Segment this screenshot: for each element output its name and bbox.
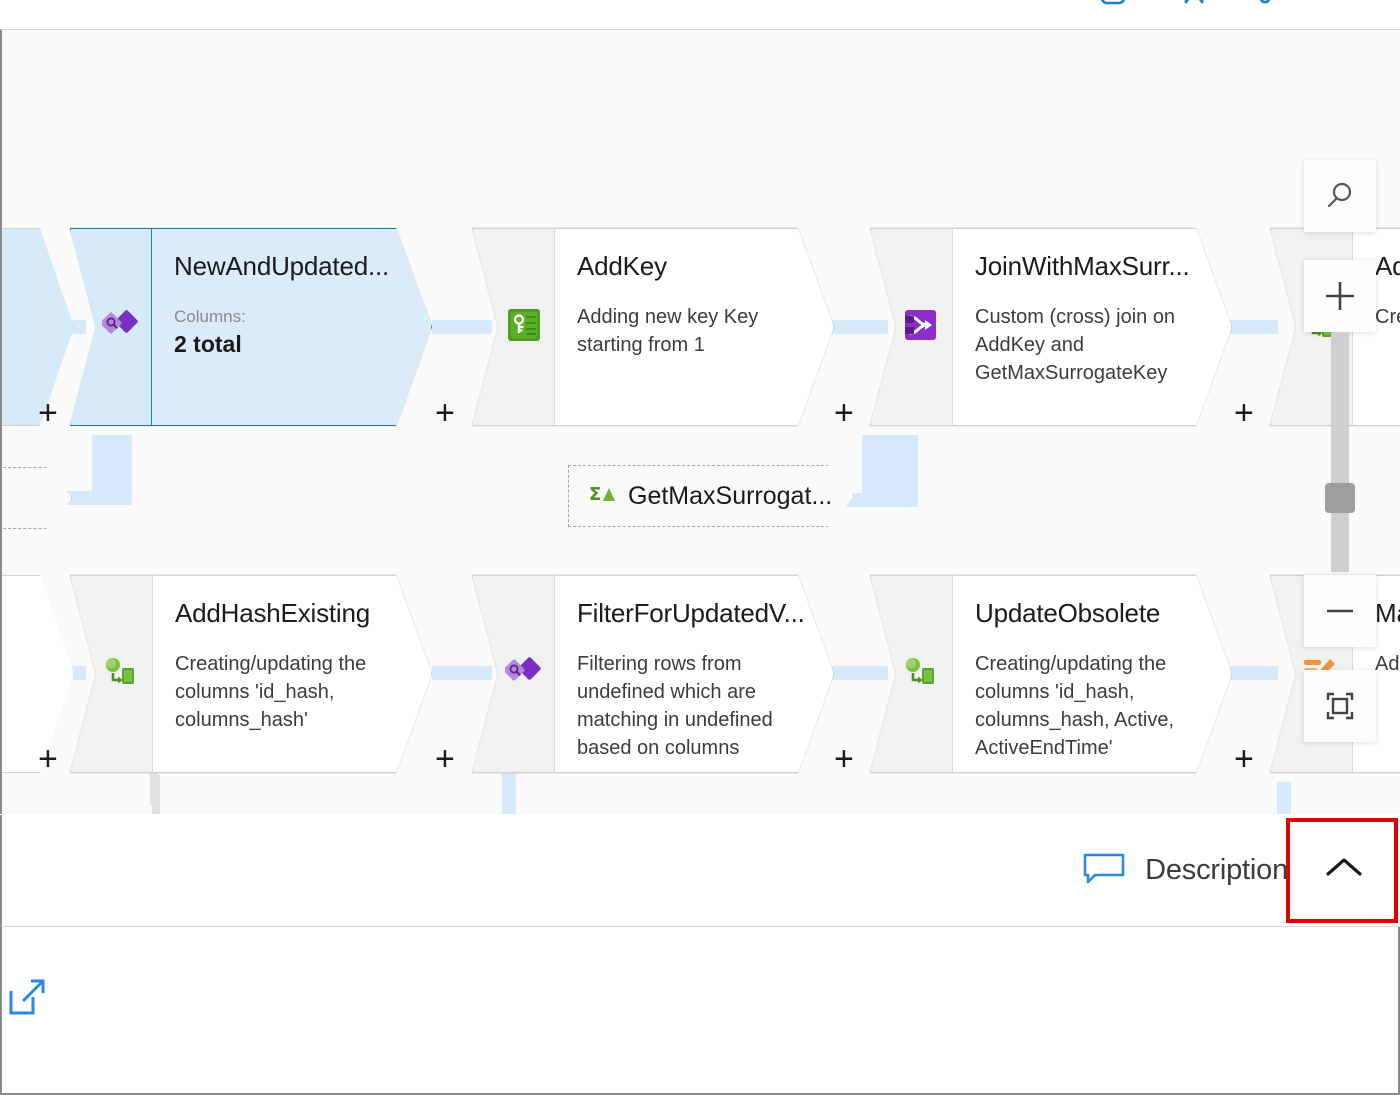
node-update-obsolete[interactable]: UpdateObsolete Creating/updating the col… bbox=[870, 575, 1232, 773]
refresh-icon[interactable] bbox=[1172, 0, 1216, 16]
zoom-control[interactable] bbox=[1304, 160, 1376, 760]
node-collapsed-title: GetMaxSurrogat... bbox=[628, 481, 833, 510]
node-body-pane: FilterForUpdatedV... Filtering rows from… bbox=[554, 575, 834, 773]
node-filter-for-updated[interactable]: FilterForUpdatedV... Filtering rows from… bbox=[472, 575, 834, 773]
fit-to-screen-icon[interactable] bbox=[1304, 670, 1376, 742]
node-title: UpdateObsolete bbox=[975, 598, 1161, 628]
node-title: AddKey bbox=[577, 251, 667, 281]
node-title: NewAndUpdated... bbox=[174, 251, 390, 281]
connector bbox=[830, 666, 888, 680]
node-description: Cre col col M bbox=[1375, 306, 1397, 328]
zoom-slider-track[interactable] bbox=[1331, 332, 1349, 572]
partial-node-left-top[interactable] bbox=[0, 228, 74, 426]
partial-node-left-bottom[interactable] bbox=[0, 575, 74, 773]
node-description: Filtering rows from undefined which are … bbox=[577, 653, 773, 759]
node-title: AddHashExisting bbox=[175, 598, 370, 628]
add-node-plus[interactable]: + bbox=[38, 394, 58, 432]
exists-icon bbox=[100, 309, 138, 346]
node-columns-label: Columns: bbox=[174, 307, 246, 326]
description-bar[interactable]: Description bbox=[0, 815, 1400, 927]
add-node-plus[interactable]: + bbox=[1234, 394, 1254, 432]
node-get-max-surrogate-key[interactable]: Σ GetMaxSurrogat... bbox=[568, 465, 854, 527]
node-add-key[interactable]: AddKey Adding new key Key starting from … bbox=[472, 228, 834, 426]
node-icon-pane bbox=[472, 575, 554, 773]
add-node-plus[interactable]: + bbox=[435, 740, 455, 778]
node-body-pane: NewAndUpdated... Columns: 2 total bbox=[152, 228, 432, 426]
connector bbox=[502, 770, 516, 814]
chevron-up-icon bbox=[1319, 852, 1369, 889]
node-description: Creating/updating the columns 'id_hash, … bbox=[175, 653, 367, 731]
node-collapsed-left[interactable]: ng bbox=[0, 467, 72, 529]
node-title: FilterForUpdatedV... bbox=[577, 598, 805, 628]
node-description: Ad row bbox=[1375, 653, 1400, 675]
comment-icon bbox=[1081, 849, 1127, 892]
node-description: Creating/updating the columns 'id_hash, … bbox=[975, 653, 1174, 759]
add-node-plus[interactable]: + bbox=[38, 740, 58, 778]
node-icon-pane bbox=[870, 228, 952, 426]
rename-icon[interactable] bbox=[1090, 0, 1134, 16]
dataflow-canvas[interactable]: + NewAndUpdated... Columns: 2 total bbox=[0, 29, 1400, 814]
node-description: Adding new key Key starting from 1 bbox=[577, 306, 759, 356]
description-label: Description bbox=[1145, 854, 1288, 886]
add-node-plus[interactable]: + bbox=[1234, 740, 1254, 778]
svg-text:Σ: Σ bbox=[589, 484, 601, 505]
exists-icon bbox=[503, 656, 541, 693]
derived-column-icon bbox=[903, 656, 939, 693]
connector bbox=[432, 320, 492, 334]
add-node-plus[interactable]: + bbox=[834, 394, 854, 432]
node-body-pane: AddHashExisting Creating/updating the co… bbox=[152, 575, 432, 773]
node-icon-pane bbox=[70, 575, 152, 773]
join-icon bbox=[903, 308, 939, 347]
node-add-hash-existing[interactable]: AddHashExisting Creating/updating the co… bbox=[70, 575, 432, 773]
search-icon[interactable] bbox=[1304, 160, 1376, 232]
connector bbox=[432, 666, 492, 680]
node-description: Custom (cross) join on AddKey and GetMax… bbox=[975, 306, 1176, 384]
zoom-slider-thumb[interactable] bbox=[1325, 483, 1355, 513]
inner-scrollbar[interactable] bbox=[152, 775, 160, 814]
surrogate-key-icon bbox=[507, 308, 541, 347]
add-node-plus[interactable]: + bbox=[435, 394, 455, 432]
aggregate-sigma-icon: Σ bbox=[589, 481, 615, 512]
bottom-panel bbox=[0, 927, 1400, 1095]
settings-slider-icon[interactable] bbox=[1250, 0, 1294, 16]
node-body-pane: UpdateObsolete Creating/updating the col… bbox=[952, 575, 1232, 773]
node-icon-pane bbox=[472, 228, 554, 426]
connector bbox=[830, 320, 888, 334]
node-body-pane: AddKey Adding new key Key starting from … bbox=[554, 228, 834, 426]
top-toolbar bbox=[0, 0, 1400, 28]
node-title: Ma bbox=[1375, 598, 1397, 628]
zoom-in-button[interactable] bbox=[1304, 260, 1376, 332]
node-icon-pane bbox=[70, 228, 152, 426]
zoom-out-button[interactable] bbox=[1304, 575, 1376, 647]
node-columns-value: 2 total bbox=[174, 331, 242, 357]
open-in-new-window-icon[interactable] bbox=[5, 975, 49, 1024]
derived-column-icon bbox=[103, 656, 139, 693]
node-body-pane: JoinWithMaxSurr... Custom (cross) join o… bbox=[952, 228, 1232, 426]
connector bbox=[1277, 782, 1291, 814]
description-collapse-button[interactable] bbox=[1288, 815, 1400, 927]
add-node-plus[interactable]: + bbox=[834, 740, 854, 778]
node-title: Ad bbox=[1375, 251, 1393, 281]
node-new-and-updated[interactable]: NewAndUpdated... Columns: 2 total bbox=[70, 228, 432, 426]
node-title: JoinWithMaxSurr... bbox=[975, 251, 1190, 281]
node-join-with-max-surrogate[interactable]: JoinWithMaxSurr... Custom (cross) join o… bbox=[870, 228, 1232, 426]
node-icon-pane bbox=[870, 575, 952, 773]
